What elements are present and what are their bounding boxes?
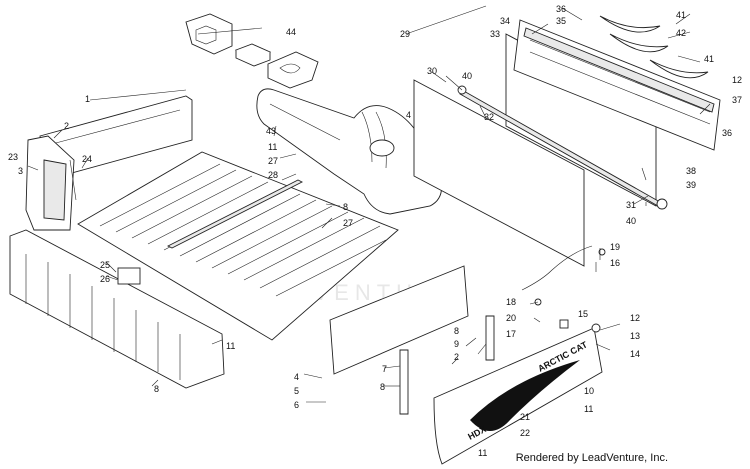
callout-8b: 8	[154, 384, 159, 394]
callout-1: 1	[85, 94, 90, 104]
callout-24: 24	[82, 154, 92, 164]
callout-36b: 36	[722, 128, 732, 138]
callout-43: 43	[266, 126, 276, 136]
callout-30: 30	[427, 66, 437, 76]
callout-3: 3	[18, 166, 23, 176]
callout-40b: 40	[626, 216, 636, 226]
callout-42: 42	[676, 28, 686, 38]
callout-17: 17	[506, 329, 516, 339]
callout-8a: 8	[343, 202, 348, 212]
bed-front-wall-1	[25, 95, 193, 231]
callout-40a: 40	[462, 71, 472, 81]
callout-37: 37	[732, 95, 742, 105]
callout-9: 9	[454, 339, 459, 349]
callout-23: 23	[8, 152, 18, 162]
callout-5: 5	[294, 386, 299, 396]
callout-29: 29	[400, 29, 410, 39]
callout-8c: 8	[380, 382, 385, 392]
callout-15: 15	[578, 309, 588, 319]
callout-12a: 12	[732, 75, 742, 85]
callout-10: 10	[584, 386, 594, 396]
callout-16: 16	[610, 258, 620, 268]
callout-4a: 4	[406, 110, 411, 120]
callout-labels: 1 2 3 23 24 44 43 11 27 28 8 27 29 30 40…	[8, 4, 742, 458]
callout-28: 28	[268, 170, 278, 180]
rail-box-41	[513, 15, 721, 151]
callout-39: 39	[686, 180, 696, 190]
callout-35: 35	[556, 16, 566, 26]
callout-7: 7	[382, 364, 387, 374]
credit-text: Rendered by LeadVenture, Inc.	[515, 452, 668, 464]
callout-38: 38	[686, 166, 696, 176]
callout-14: 14	[630, 349, 640, 359]
callout-25: 25	[100, 260, 110, 270]
callout-22: 22	[520, 428, 530, 438]
callout-27b: 27	[343, 218, 353, 228]
callout-32: 32	[484, 112, 494, 122]
callout-11a: 11	[268, 142, 277, 152]
callout-18: 18	[506, 297, 516, 307]
callout-12b: 12	[630, 313, 640, 323]
callout-2: 2	[64, 121, 69, 131]
callout-41a: 41	[676, 10, 686, 20]
support-rod-31	[457, 85, 668, 210]
leader-lines	[27, 5, 711, 403]
callout-41b: 41	[704, 54, 714, 64]
callout-13: 13	[630, 331, 640, 341]
callout-11c: 11	[584, 404, 593, 414]
callout-36a: 36	[556, 4, 566, 14]
callout-19: 19	[610, 242, 620, 252]
tailgate-panel-6	[329, 265, 495, 415]
bracket-44	[185, 13, 319, 89]
callout-4b: 4	[294, 372, 299, 382]
callout-11d: 11	[478, 448, 487, 458]
callout-26: 26	[100, 274, 110, 284]
callout-33: 33	[490, 29, 500, 39]
callout-34: 34	[500, 16, 510, 26]
callout-27a: 27	[268, 156, 278, 166]
callout-11b: 11	[226, 341, 235, 351]
callout-21: 21	[520, 412, 530, 422]
tailgate-decal-21: ARCTIC CAT HDX	[433, 327, 603, 465]
callout-8d: 8	[454, 326, 459, 336]
callout-31: 31	[626, 200, 636, 210]
bed-side-wall-25	[9, 229, 225, 389]
callout-20: 20	[506, 313, 516, 323]
callout-44: 44	[286, 27, 296, 37]
latch-assembly	[521, 245, 606, 333]
bed-floor-27	[77, 151, 399, 341]
callout-2b: 2	[454, 352, 459, 362]
callout-6: 6	[294, 400, 299, 410]
